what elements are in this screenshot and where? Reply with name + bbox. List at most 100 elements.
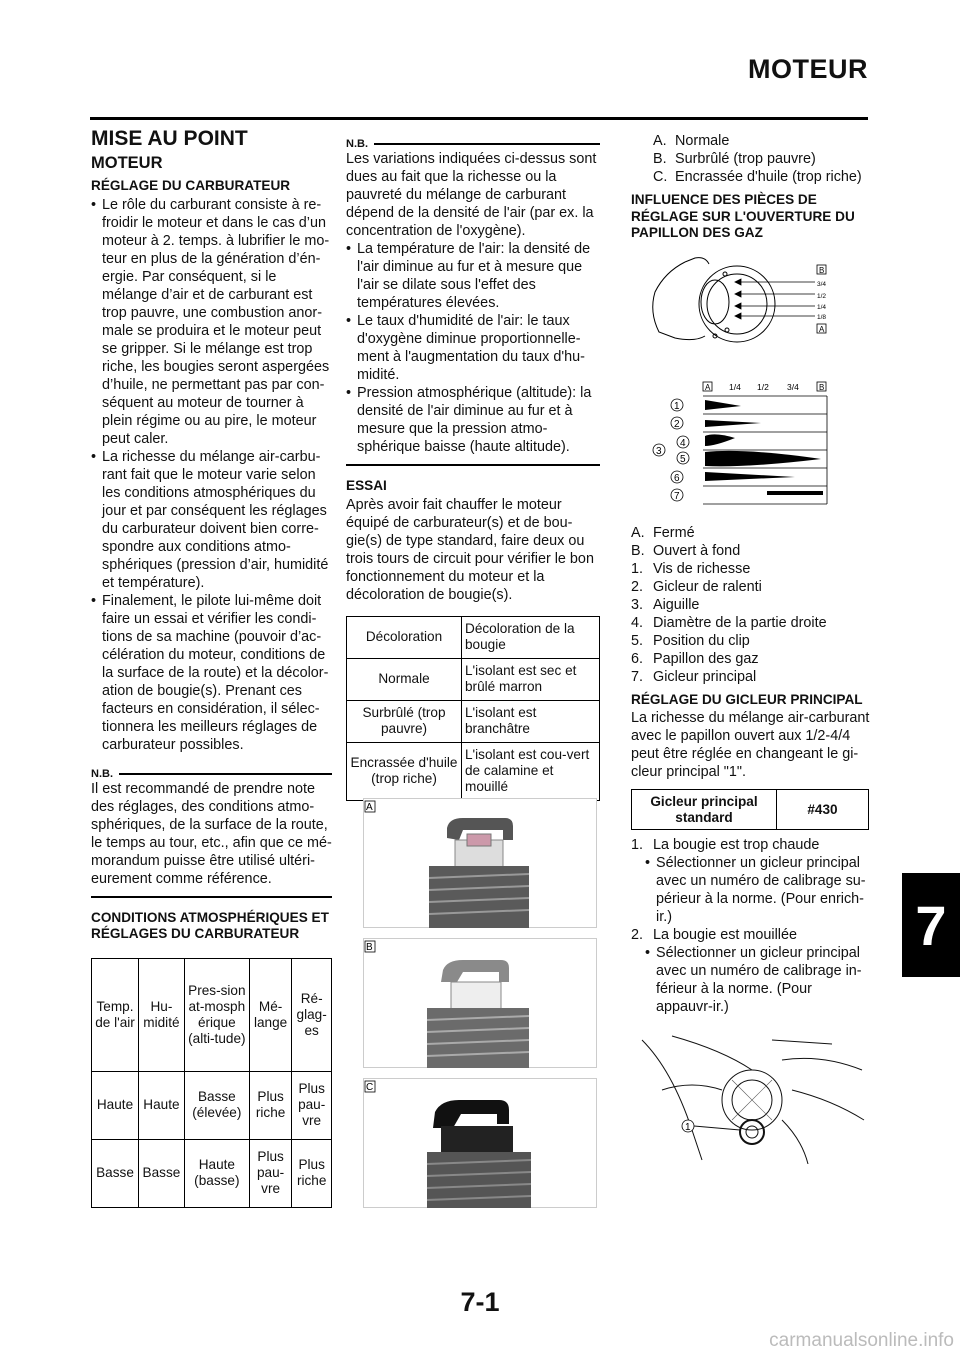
diagram-letter: A: [705, 383, 711, 392]
table-cell: Haute (basse): [183, 1138, 250, 1208]
table-header-cell: Décoloration: [346, 615, 462, 659]
scale-label: 1/4: [729, 382, 741, 392]
scale-label: 3/4: [787, 382, 799, 392]
step-item: 1. La bougie est trop chaude: [631, 836, 871, 854]
opening-mark: 3/4: [817, 281, 826, 288]
carburetor-diagram: 3/4 1/2 1/4 1/8 B A A 1/4 1/2 3/4 B: [652, 256, 828, 504]
row-number: 4: [680, 438, 686, 449]
row-number: 3: [656, 446, 662, 457]
list-value: Fermé: [653, 524, 695, 541]
table-header-cell: Hu-midité: [138, 957, 185, 1072]
list-key: B.: [631, 542, 645, 559]
essai-text: Après avoir fait chauffer le moteur équi…: [346, 496, 594, 603]
table-cell: Basse: [138, 1138, 185, 1208]
step-item: 2.La bougie est mouillée: [631, 926, 871, 944]
table-cell: #430: [776, 789, 869, 830]
list-key: 3.: [631, 596, 644, 613]
scale-label: 1/2: [757, 382, 769, 392]
section-title: MOTEUR: [91, 154, 163, 172]
page-number: 7-1: [460, 1287, 500, 1317]
column-right: A. Normale B. Surbrûlé (trop pauvre) C. Enc…: [631, 132, 871, 1016]
main-jet-text: La richesse du mélange air-carburant ave…: [631, 710, 870, 780]
diagram-letter: B: [819, 383, 824, 392]
table-header-cell: Décoloration de la bougie: [461, 615, 600, 659]
table-cell: Plus riche: [248, 1070, 293, 1140]
list-key: 1.: [631, 560, 644, 577]
table-cell: Plus pau-vre: [291, 1070, 332, 1140]
table-cell: Basse (élevée): [183, 1070, 250, 1140]
figure-label: A: [366, 802, 373, 813]
row-number: 5: [680, 454, 686, 465]
spark-plug-figure-normal: A: [363, 798, 597, 928]
step-bullet: Sélectionner un gicleur principal avec u…: [645, 944, 871, 1016]
table-row: Encrassée d'huile (trop riche)L'isolant …: [346, 741, 600, 801]
list-item: 5. Position du clip: [631, 632, 871, 650]
note-bullet: Pression atmosphérique (altitude): la de…: [346, 384, 600, 456]
bullet-item: Le rôle du carburant consiste à re-froid…: [91, 196, 332, 448]
column-middle: N.B. Les variations indiquées ci-dessus …: [346, 138, 600, 801]
step-text: La bougie est trop chaude: [653, 837, 820, 853]
list-key: B.: [653, 151, 667, 167]
list-item: 4.Diamètre de la partie droite: [631, 614, 871, 632]
list-value: Position du clip: [653, 632, 750, 649]
table-cell: L'isolant est sec et brûlé marron: [461, 657, 600, 701]
table-cell: Encrassée d'huile (trop riche): [346, 741, 462, 801]
list-item: B. Surbrûlé (trop pauvre): [653, 150, 871, 168]
list-value: Encrassée d'huile (trop riche): [675, 169, 862, 185]
note-header: N.B.: [346, 138, 600, 150]
spark-plug-figure-fouled: C: [363, 1078, 597, 1208]
photo-callout: 1: [685, 1122, 691, 1133]
bullet-item: La richesse du mélange air-carbu-rant fa…: [91, 448, 332, 592]
note-bullet: La température de l'air: la densité de l…: [346, 240, 600, 312]
opening-mark: 1/8: [817, 314, 826, 321]
list-item: B. Ouvert à fond: [631, 542, 871, 560]
list-value: Surbrûlé (trop pauvre): [675, 151, 816, 167]
list-key: C.: [653, 169, 668, 185]
diagram-letter: B: [819, 266, 824, 275]
list-key: 7.: [631, 668, 644, 685]
list-item: A. Fermé: [631, 524, 871, 542]
table-header-cell: Ré-glag-es: [291, 957, 332, 1072]
list-value: Gicleur principal: [653, 668, 757, 685]
figure-label: B: [366, 942, 373, 953]
list-value: Diamètre de la partie droite: [653, 614, 827, 631]
table-cell: Surbrûlé (trop pauvre): [346, 699, 462, 743]
list-value: Normale: [675, 133, 730, 149]
list-value: Aiguille: [653, 596, 700, 613]
row-number: 1: [674, 401, 680, 412]
list-value: Vis de richesse: [653, 560, 751, 577]
column-left: MISE AU POINT MOTEUR RÉGLAGE DU CARBURAT…: [91, 128, 332, 1208]
note-end-rule: [346, 464, 600, 466]
list-key: 5.: [631, 632, 644, 649]
step-text: La bougie est mouillée: [653, 927, 798, 943]
list-item: 2. Gicleur de ralenti: [631, 578, 871, 596]
main-jet-table: Gicleur principal standard #430: [631, 789, 869, 830]
row-number: 7: [674, 491, 680, 502]
main-title: MISE AU POINT: [91, 127, 248, 150]
note-text: Les variations indiquées ci-dessus sont …: [346, 151, 597, 239]
list-value: Gicleur de ralenti: [653, 578, 762, 595]
note-bullet: Le taux d'humidité de l'air: le taux d'o…: [346, 312, 600, 384]
list-item: 6.Papillon des gaz: [631, 650, 871, 668]
table-cell: Plus riche: [291, 1138, 332, 1208]
note-end-rule: [91, 895, 332, 898]
figure-label: C: [366, 1082, 373, 1093]
table-row: Basse Basse Haute (basse) Plus pau-vre P…: [91, 1138, 332, 1208]
conditions-title: CONDITIONS ATMOSPHÉRIQUES ET RÉGLAGES DU…: [91, 909, 329, 942]
main-jet-photo: 1: [632, 1030, 868, 1164]
list-key: A.: [631, 524, 645, 541]
table-cell: Plus pau-vre: [248, 1138, 293, 1208]
list-value: Ouvert à fond: [653, 542, 741, 559]
main-jet-title: RÉGLAGE DU GICLEUR PRINCIPAL: [631, 691, 863, 707]
header-rule: [90, 117, 868, 120]
table-cell: Haute: [138, 1070, 185, 1140]
table-cell: Normale: [346, 657, 462, 701]
table-row: Haute Haute Basse (élevée) Plus riche Pl…: [91, 1070, 332, 1140]
note-text: Il est recommandé de prendre note des ré…: [91, 780, 332, 887]
table-cell: L'isolant est cou-vert de calamine et mo…: [461, 741, 600, 801]
list-key: 2.: [631, 578, 644, 595]
step-key: 1.: [631, 837, 644, 853]
